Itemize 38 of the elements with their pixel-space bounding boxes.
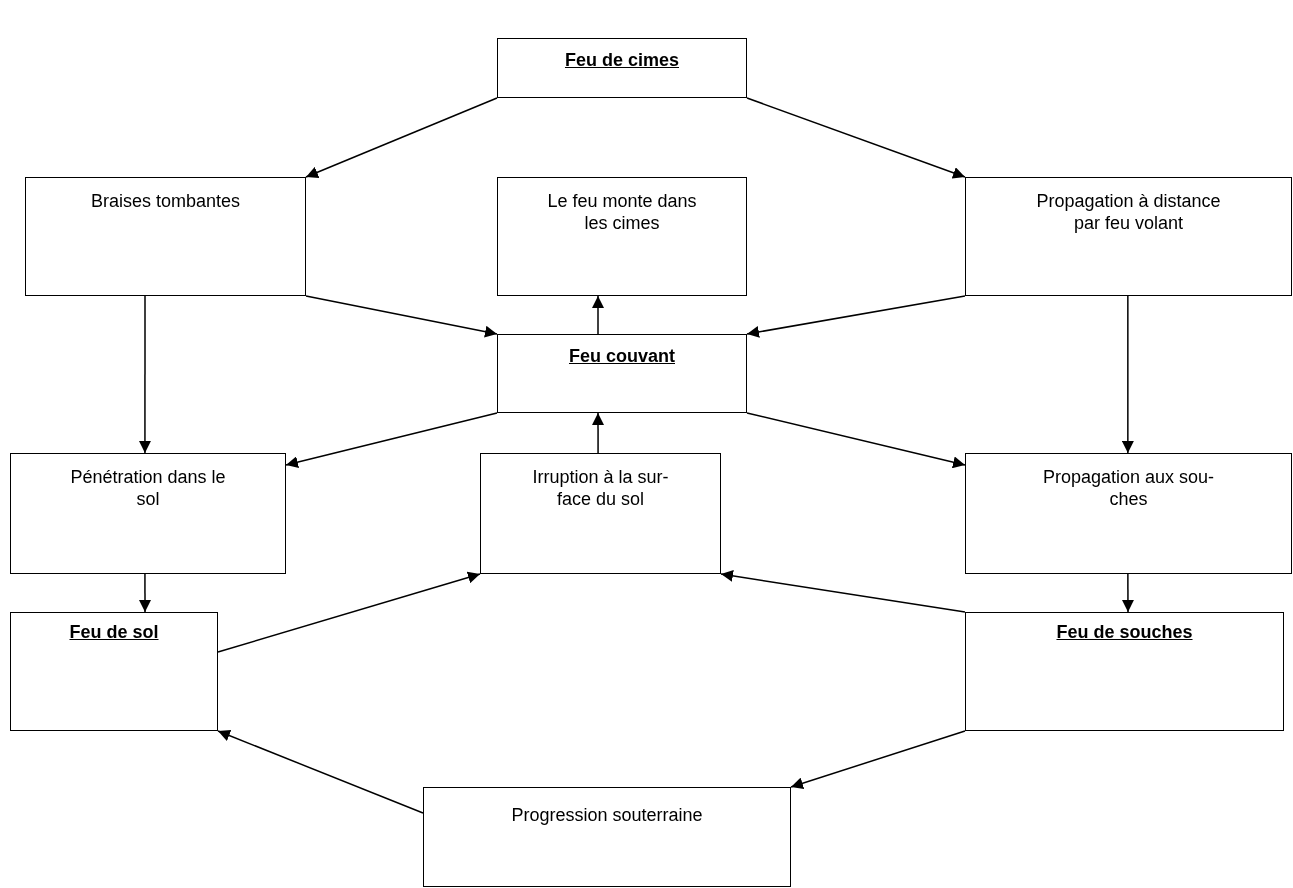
box-text: Braises tombantes (90, 190, 241, 212)
box-title: Feu de souches (1056, 621, 1193, 643)
box-title: Feu couvant (569, 345, 675, 367)
arrow (138, 295, 151, 454)
box-text: Propagation à distance par feu volant (1035, 190, 1222, 234)
arrow (1121, 573, 1134, 613)
box-title: Feu de cimes (564, 49, 679, 71)
process-box (965, 612, 1284, 731)
arrow (746, 295, 966, 338)
process-box (965, 177, 1292, 296)
process-box (497, 38, 747, 98)
process-box (480, 453, 721, 574)
process-box (423, 787, 791, 887)
process-box (10, 453, 286, 574)
process-box (965, 453, 1292, 574)
arrow (305, 295, 498, 338)
arrow (746, 97, 966, 179)
arrow (592, 295, 604, 335)
box-title: Feu de sol (69, 621, 159, 643)
box-text: Irruption à la sur-face du sol (531, 466, 670, 510)
arrow (217, 729, 424, 814)
arrow (790, 730, 966, 790)
box-text: Le feu monte dans les cimes (546, 190, 698, 234)
arrow (285, 412, 498, 469)
box-text: Progression souterraine (511, 804, 703, 826)
process-box (25, 177, 306, 296)
arrow (305, 97, 498, 178)
arrow (1121, 295, 1134, 454)
arrow (217, 571, 481, 653)
process-box (497, 177, 747, 296)
arrow (139, 573, 151, 613)
box-text: Propagation aux sou-ches (1041, 466, 1216, 510)
arrow (592, 412, 605, 454)
arrow (720, 569, 966, 613)
arrow (746, 412, 966, 469)
process-box (10, 612, 218, 731)
process-box (497, 334, 747, 413)
box-text: Pénétration dans le sol (69, 466, 227, 510)
